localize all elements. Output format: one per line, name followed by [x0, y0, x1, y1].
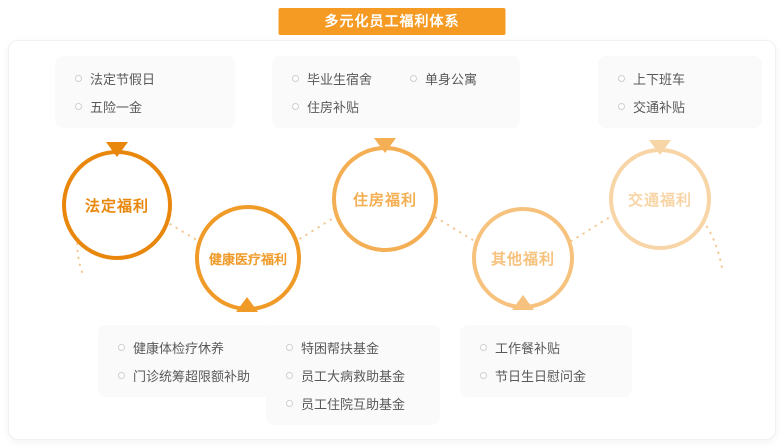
triangle-down-icon	[106, 142, 128, 157]
bullet-icon	[118, 371, 125, 379]
list-item-label: 毕业生宿舍	[307, 71, 373, 87]
triangle-up-icon	[236, 297, 258, 312]
list-item-label: 法定节假日	[90, 71, 156, 87]
list-item: 交通补贴	[618, 92, 754, 120]
list-item: 上下班车	[618, 64, 754, 92]
benefit-circle-legal: 法定福利	[62, 150, 172, 260]
bullet-icon	[410, 74, 417, 82]
bullet-icon	[118, 343, 125, 351]
other-benefits-list: 工作餐补贴 节日生日慰问金	[460, 325, 632, 397]
bullet-icon	[480, 343, 487, 351]
list-item-label: 五险一金	[90, 99, 143, 115]
benefit-circle-health: 健康医疗福利	[195, 205, 301, 311]
benefit-circle-label: 交通福利	[627, 191, 692, 209]
benefit-circle-label: 其他福利	[490, 250, 555, 268]
list-item: 员工大病救助基金	[286, 361, 432, 389]
list-item: 门诊统筹超限额补助	[118, 361, 268, 389]
list-item: 健康体检疗休养	[118, 333, 268, 361]
health-benefits-list-2: 特困帮扶基金 员工大病救助基金 员工住院互助基金	[266, 325, 440, 425]
list-item: 员工住院互助基金	[286, 389, 432, 417]
list-item-label: 员工住院互助基金	[301, 396, 406, 412]
list-item-label: 工作餐补贴	[495, 340, 561, 356]
benefit-circle-label: 健康医疗福利	[208, 251, 287, 267]
list-item: 法定节假日	[75, 64, 227, 92]
list-item-label: 节日生日慰问金	[495, 368, 587, 384]
list-item-label: 交通补贴	[633, 99, 686, 115]
list-item-label: 健康体检疗休养	[133, 340, 225, 356]
benefit-circle-transport: 交通福利	[609, 148, 711, 250]
bullet-icon	[292, 74, 299, 82]
benefit-circle-label: 住房福利	[352, 191, 417, 209]
list-item: 五险一金	[75, 92, 227, 120]
list-item-label: 单身公寓	[425, 71, 478, 87]
legal-benefits-list: 法定节假日 五险一金	[55, 56, 235, 128]
list-item-label: 特困帮扶基金	[301, 340, 380, 356]
list-item-label: 门诊统筹超限额补助	[133, 368, 251, 384]
list-item: 节日生日慰问金	[480, 361, 624, 389]
list-item: 工作餐补贴	[480, 333, 624, 361]
list-item-label: 住房补贴	[307, 99, 360, 115]
health-benefits-list-1: 健康体检疗休养 门诊统筹超限额补助	[98, 325, 276, 397]
bullet-icon	[286, 371, 293, 379]
bullet-icon	[618, 74, 625, 82]
bullet-icon	[286, 399, 293, 407]
benefit-circle-housing: 住房福利	[332, 146, 438, 252]
triangle-down-icon	[649, 140, 671, 155]
list-item: 单身公寓	[410, 64, 477, 92]
list-item-label: 上下班车	[633, 71, 686, 87]
triangle-up-icon	[512, 295, 534, 310]
bullet-icon	[75, 74, 82, 82]
bullet-icon	[618, 102, 625, 110]
bullet-icon	[286, 343, 293, 351]
list-item: 住房补贴	[292, 92, 410, 120]
transport-benefits-list: 上下班车 交通补贴	[598, 56, 762, 128]
title-banner: 多元化员工福利体系	[278, 8, 506, 35]
triangle-down-icon	[374, 138, 396, 153]
benefit-circle-label: 法定福利	[84, 197, 149, 215]
list-item: 特困帮扶基金	[286, 333, 432, 361]
list-item-label: 员工大病救助基金	[301, 368, 406, 384]
bullet-icon	[480, 371, 487, 379]
bullet-icon	[292, 102, 299, 110]
housing-benefits-list: 毕业生宿舍 住房补贴 单身公寓	[272, 56, 520, 128]
page-title: 多元化员工福利体系	[324, 13, 460, 29]
benefit-circle-other: 其他福利	[472, 207, 574, 309]
list-item: 毕业生宿舍	[292, 64, 410, 92]
bullet-icon	[75, 102, 82, 110]
